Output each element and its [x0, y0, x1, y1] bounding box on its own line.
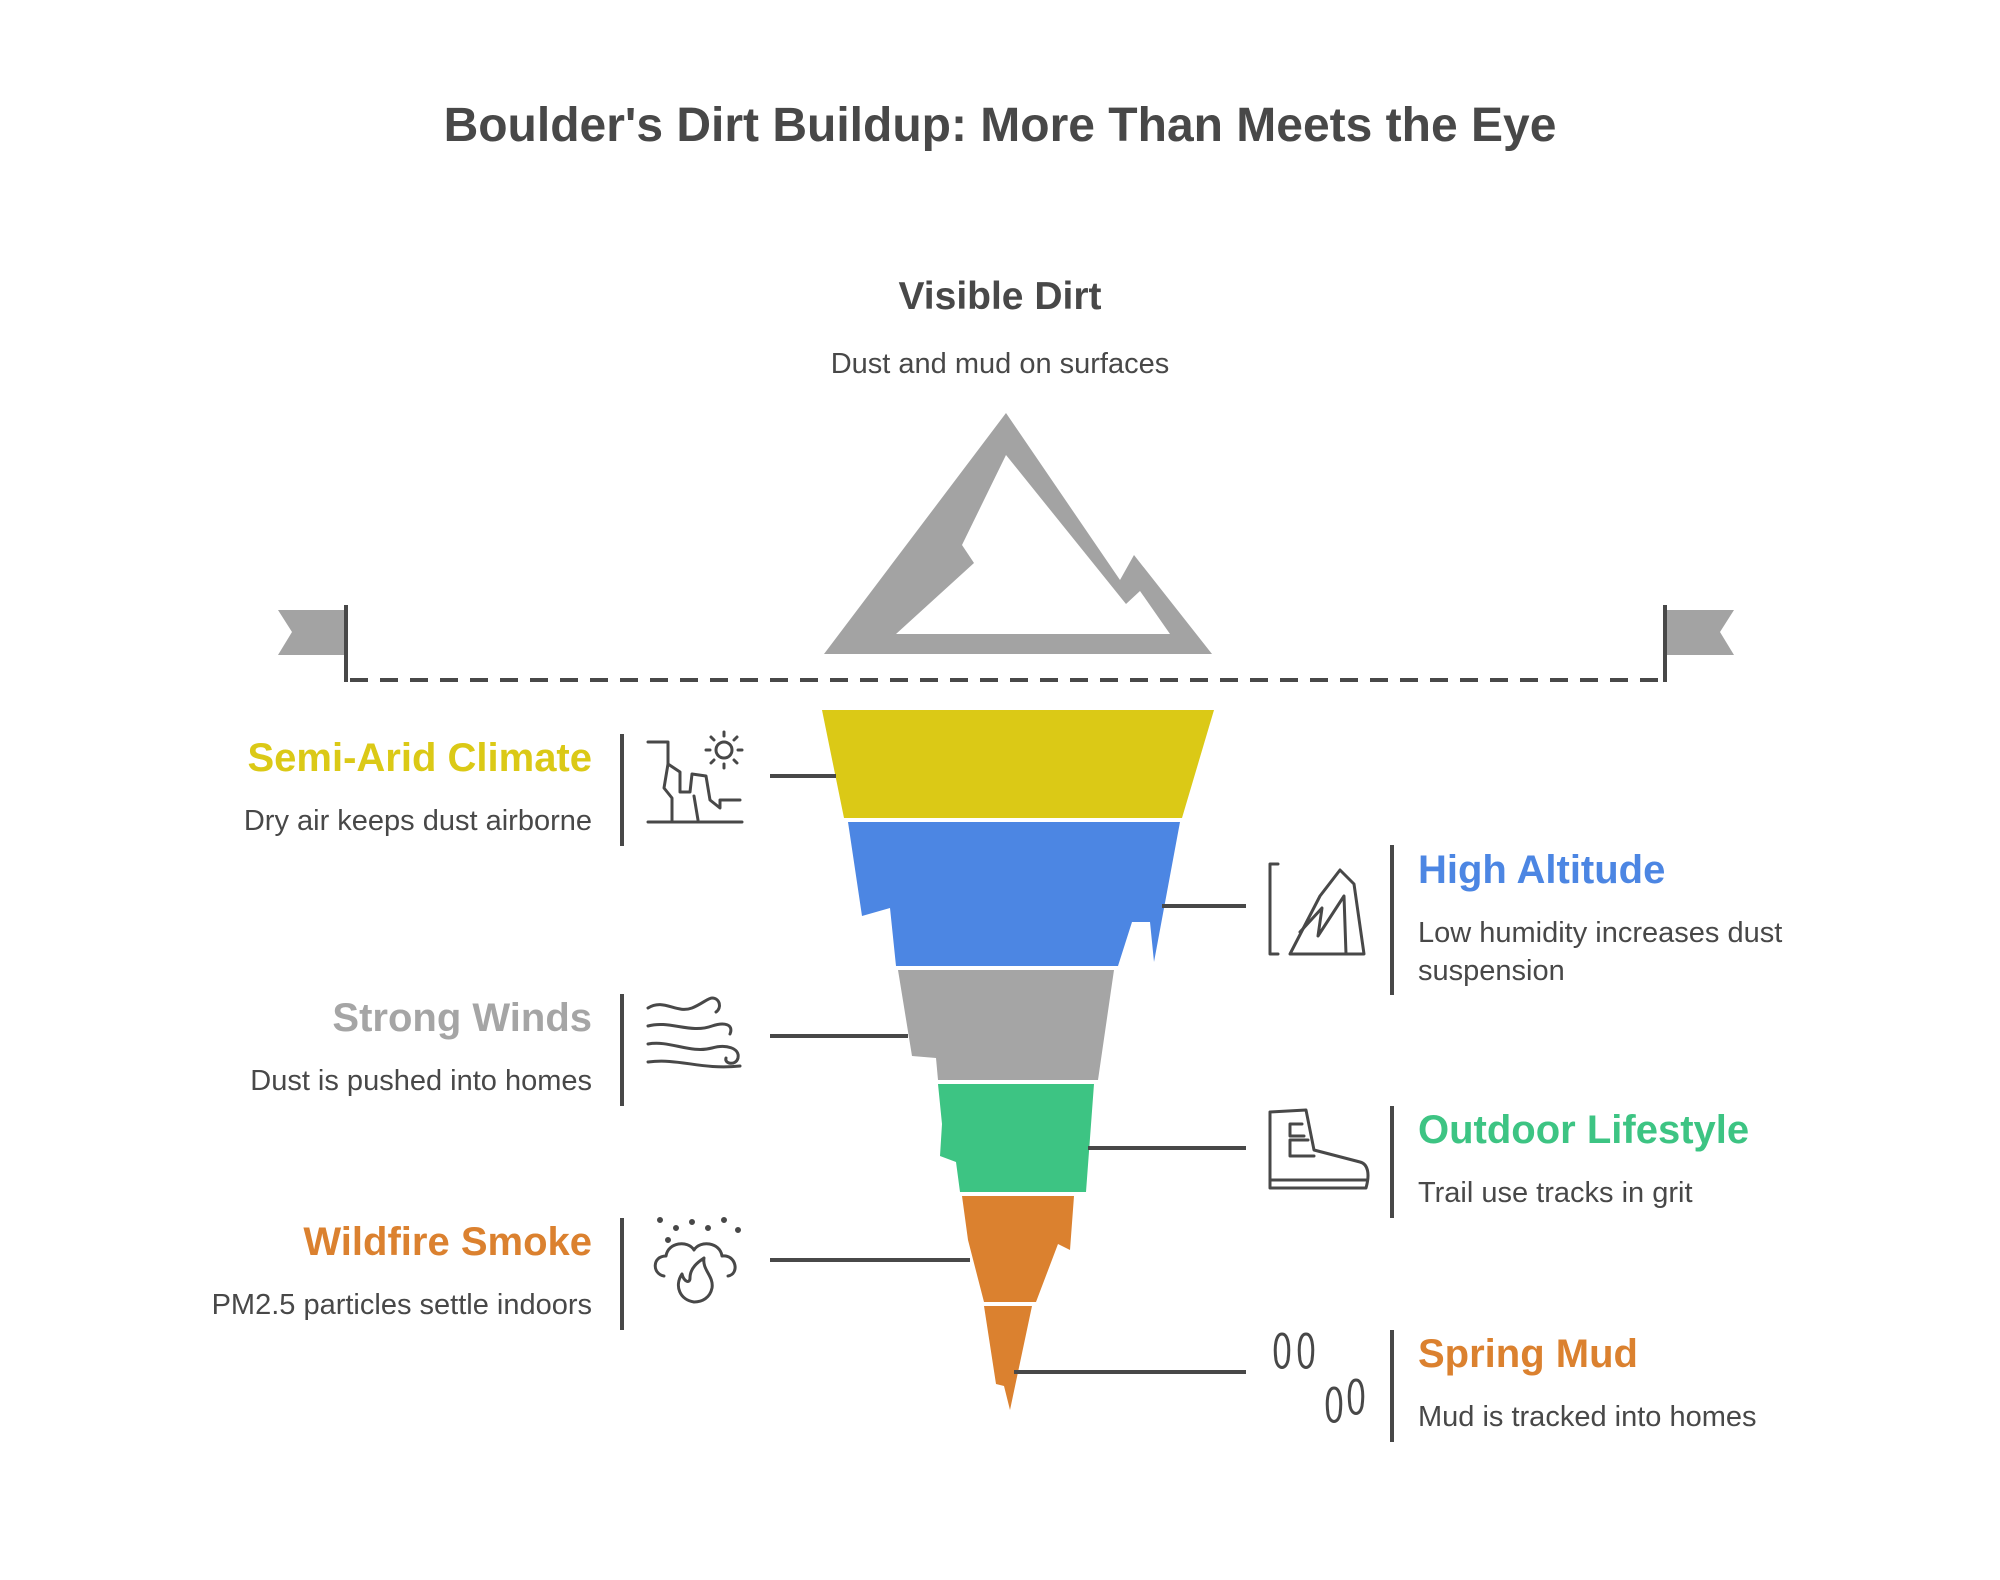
high-altitude-title: High Altitude — [1418, 848, 1666, 892]
layer-high-altitude — [848, 822, 1180, 966]
left-flag — [278, 610, 344, 655]
footprints-icon — [1273, 1332, 1365, 1423]
spring-mud-block: Spring Mud Mud is tracked into homes — [1418, 1330, 1858, 1436]
high-altitude-description: Low humidity increases dust suspension — [1418, 917, 1783, 987]
high-altitude-block: High Altitude Low humidity increases dus… — [1418, 846, 1858, 990]
layer-spring-mud — [984, 1306, 1032, 1410]
layer-strong-winds — [898, 970, 1114, 1080]
spring-mud-description: Mud is tracked into homes — [1418, 1401, 1757, 1433]
visible-dirt-title: Visible Dirt — [898, 275, 1102, 318]
outdoor-lifestyle-title: Outdoor Lifestyle — [1418, 1108, 1750, 1152]
right-flag — [1667, 610, 1734, 655]
canyon-sun-icon — [646, 730, 744, 824]
hiking-boot-icon — [1268, 1108, 1370, 1190]
diagram-title: Boulder's Dirt Buildup: More Than Meets … — [443, 99, 1557, 152]
spring-mud-title: Spring Mud — [1418, 1332, 1638, 1376]
water-line — [344, 605, 1667, 682]
wildfire-smoke-description: PM2.5 particles settle indoors — [211, 1289, 592, 1321]
layer-outdoor-lifestyle — [938, 1084, 1094, 1192]
strong-winds-block: Strong Winds Dust is pushed into homes — [72, 994, 592, 1100]
outdoor-lifestyle-block: Outdoor Lifestyle Trail use tracks in gr… — [1418, 1106, 1858, 1212]
layer-semi-arid-climate — [822, 710, 1214, 818]
layer-wildfire-smoke — [962, 1196, 1074, 1302]
semi-arid-climate-description: Dry air keeps dust airborne — [243, 805, 592, 837]
wildfire-smoke-block: Wildfire Smoke PM2.5 particles settle in… — [72, 1218, 592, 1324]
visible-dirt-description: Dust and mud on surfaces — [830, 348, 1170, 380]
iceberg-tip — [824, 413, 1212, 654]
outdoor-lifestyle-description: Trail use tracks in grit — [1418, 1177, 1693, 1209]
strong-winds-description: Dust is pushed into homes — [250, 1065, 592, 1097]
wind-icon — [646, 996, 742, 1069]
wildfire-smoke-title: Wildfire Smoke — [303, 1220, 592, 1264]
fire-smoke-icon — [653, 1217, 741, 1304]
iceberg-layers — [822, 710, 1214, 1410]
semi-arid-climate-block: Semi-Arid Climate Dry air keeps dust air… — [72, 734, 592, 840]
mountain-peak-icon — [1268, 862, 1366, 956]
iceberg-tip-shape — [824, 413, 1212, 654]
strong-winds-title: Strong Winds — [332, 996, 592, 1040]
semi-arid-climate-title: Semi-Arid Climate — [247, 736, 592, 780]
